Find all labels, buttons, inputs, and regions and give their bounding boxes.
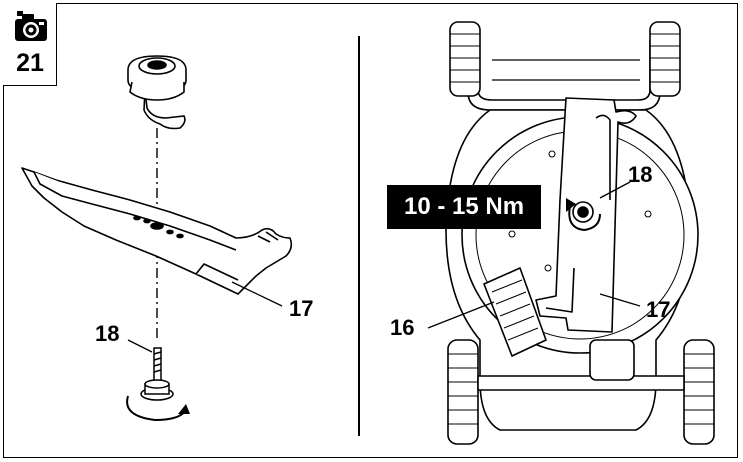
leader-16 bbox=[427, 301, 495, 329]
callout-17-left: 17 bbox=[289, 296, 314, 321]
leader-18-right bbox=[599, 181, 631, 199]
figure-number: 21 bbox=[16, 49, 44, 77]
leader-18-left bbox=[127, 339, 153, 353]
leader-17-left bbox=[231, 281, 283, 307]
figure-badge: 21 bbox=[3, 3, 57, 86]
tighten-direction-arrow bbox=[126, 395, 187, 422]
callout-18-left: 18 bbox=[95, 321, 120, 346]
callout-18-right: 18 bbox=[628, 162, 653, 187]
torque-spec-label: 10 - 15 Nm bbox=[387, 185, 541, 229]
callout-17-right: 17 bbox=[646, 297, 671, 322]
mower-blade bbox=[21, 167, 293, 295]
callout-16: 16 bbox=[390, 315, 415, 340]
camera-icon bbox=[15, 11, 47, 41]
mower-underside bbox=[445, 21, 715, 445]
blade-adapter bbox=[127, 55, 187, 130]
leader-17-right bbox=[599, 293, 641, 307]
blade-bolt bbox=[140, 347, 174, 401]
tighten-direction-arrow-right bbox=[568, 205, 601, 232]
panel-divider bbox=[358, 36, 360, 436]
